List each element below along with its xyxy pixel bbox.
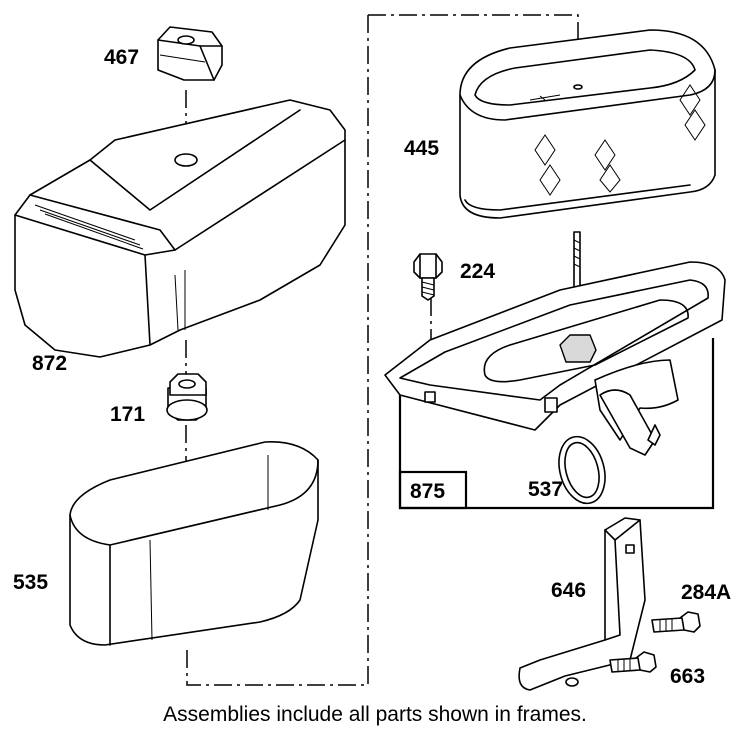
label-535: 535 [13,571,48,594]
label-445: 445 [404,137,439,160]
label-872: 872 [32,352,67,375]
label-224: 224 [460,260,495,283]
assembly-frame [398,338,715,510]
screw-663 [609,651,657,673]
label-663: 663 [670,665,705,688]
knob-467 [157,26,223,81]
assembly-frame-label-box [398,470,468,510]
label-537: 537 [528,478,563,501]
base-assembly-875 [384,231,726,456]
label-646: 646 [551,579,586,602]
grommet-171 [166,373,208,421]
label-467: 467 [104,46,139,69]
bracket-646 [518,517,646,691]
label-171: 171 [110,403,145,426]
cover-872 [14,99,346,358]
diagram-caption: Assemblies include all parts shown in fr… [163,703,587,726]
bolt-224 [413,253,443,301]
filter-445 [459,29,716,219]
precleaner-535 [69,441,319,646]
screw-284A [651,611,701,633]
label-284A: 284A [681,581,731,604]
label-875: 875 [410,480,445,503]
oring-537 [558,435,606,505]
